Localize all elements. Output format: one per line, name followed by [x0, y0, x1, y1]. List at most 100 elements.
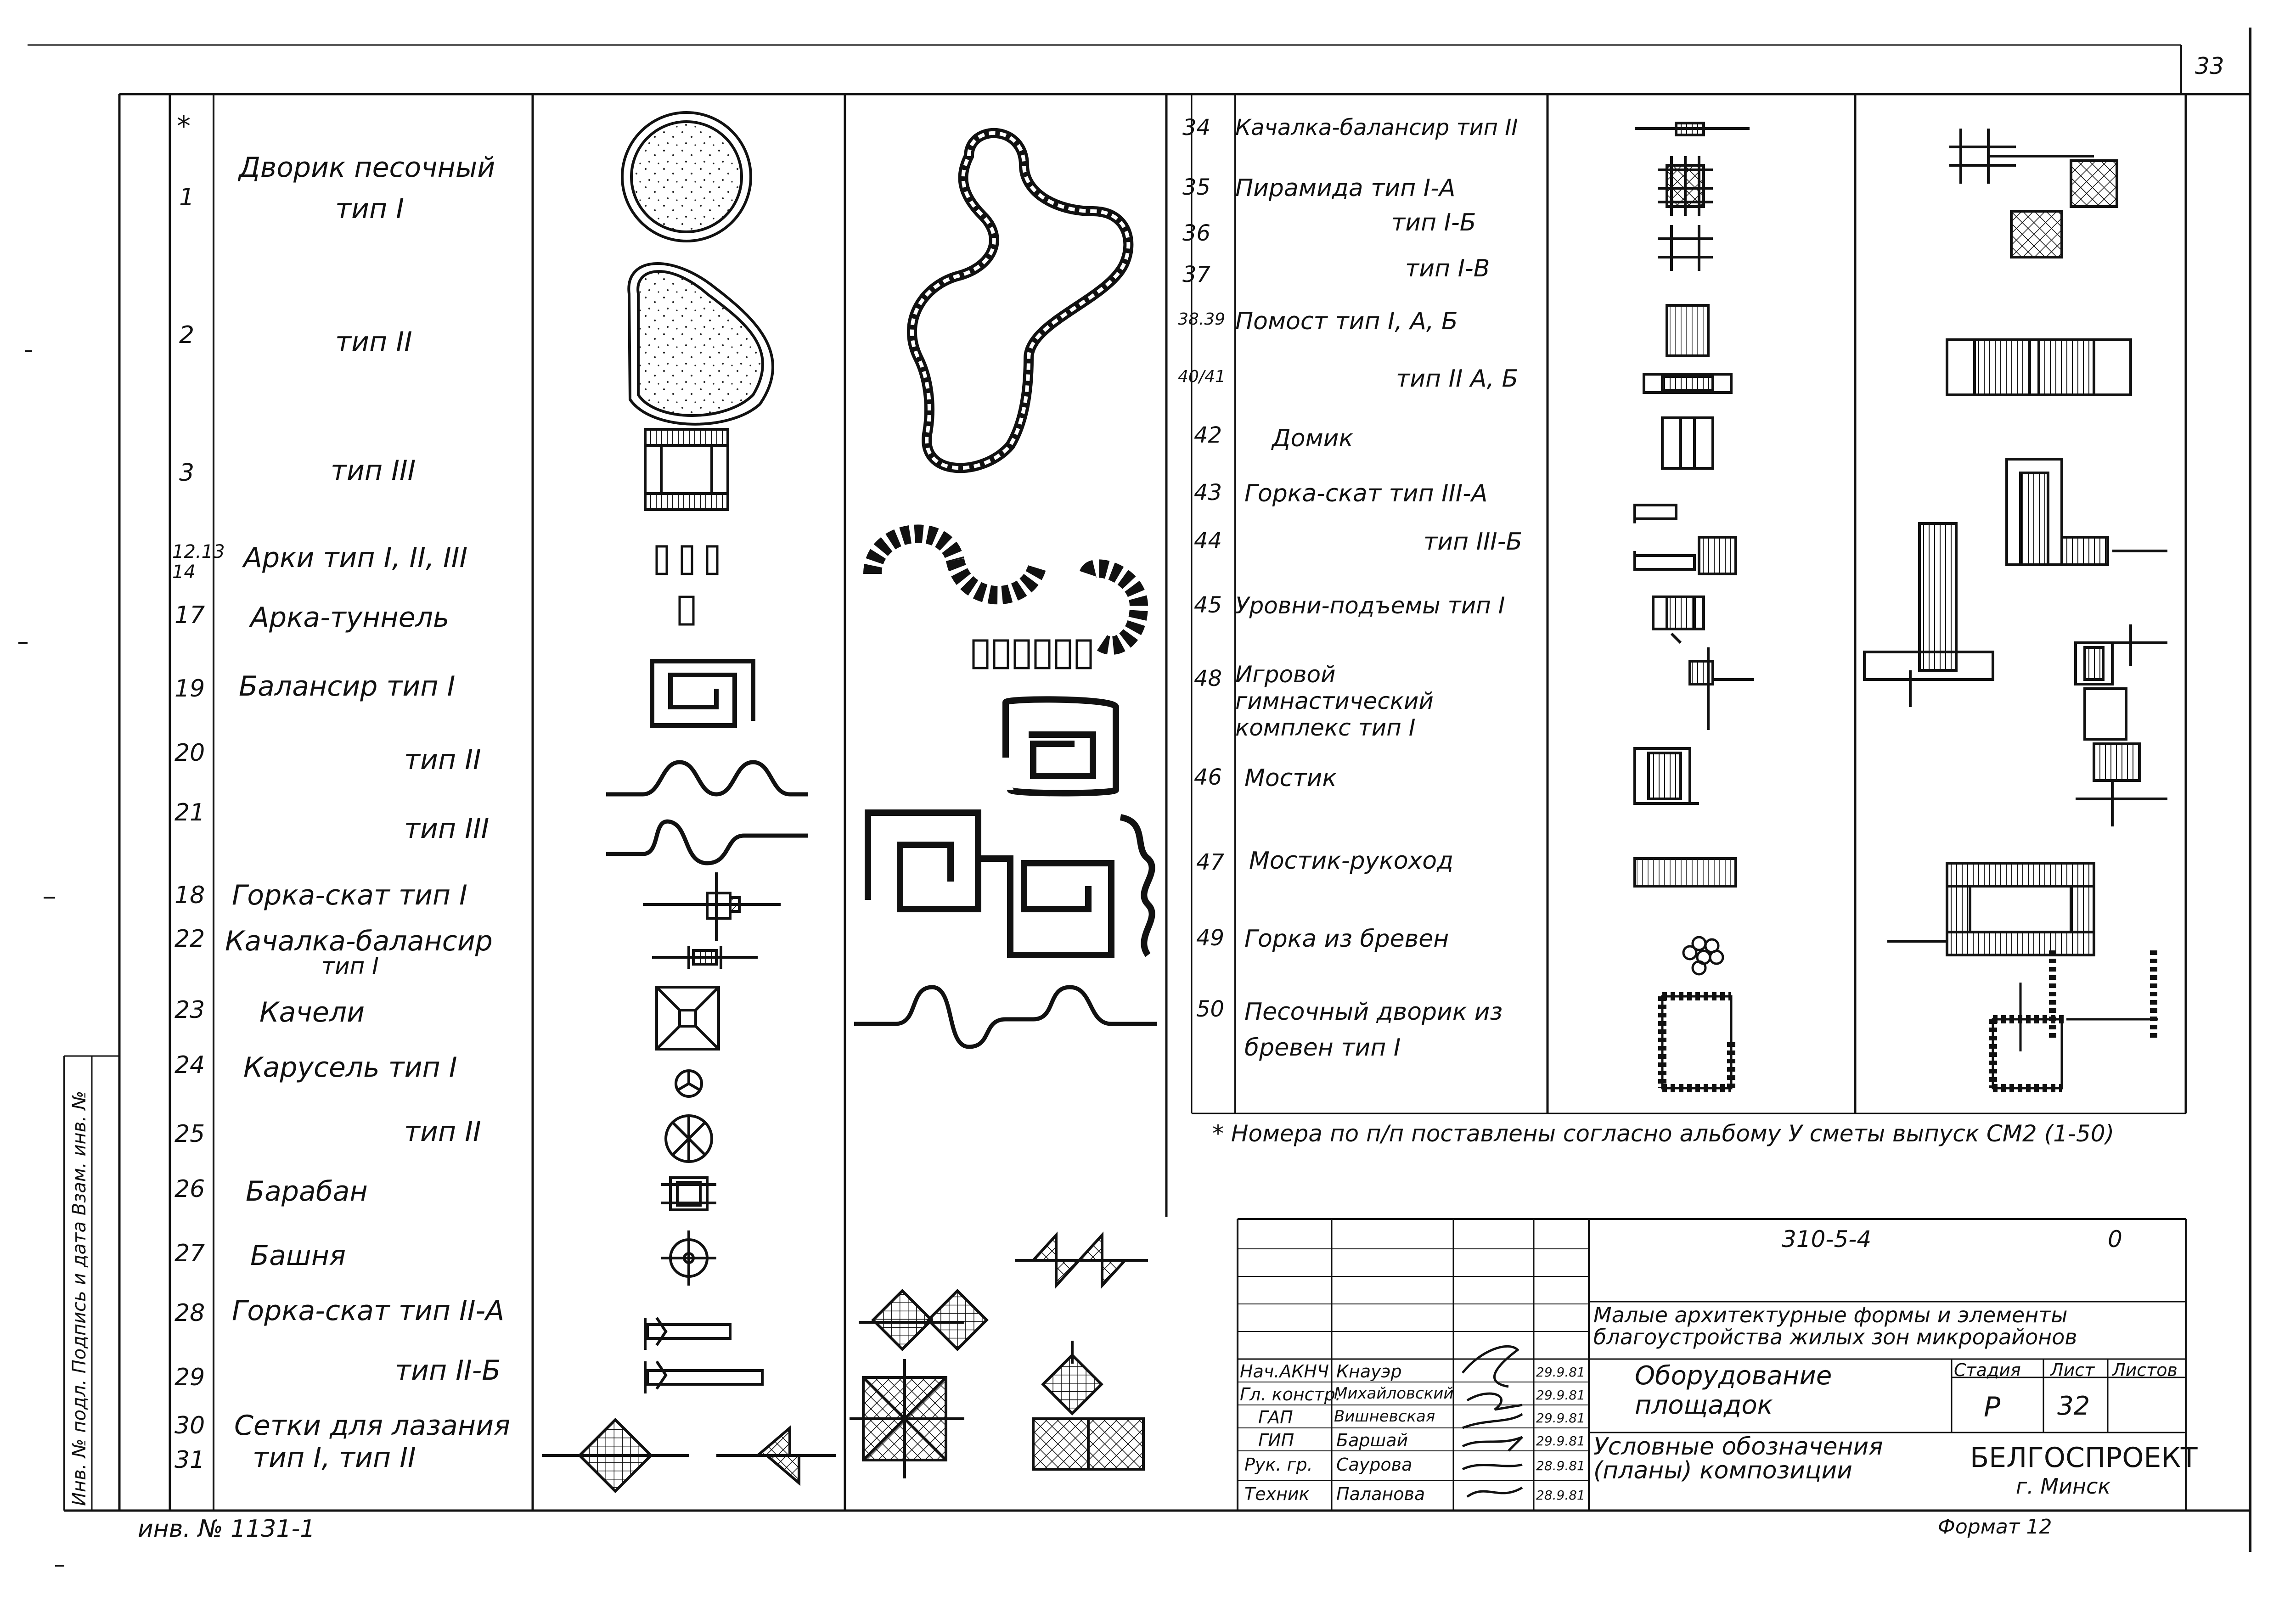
sandbox-type2-symbol [627, 262, 775, 426]
row-label: Дворик песочный [239, 152, 495, 184]
carousel-type1-symbol [675, 1069, 703, 1098]
project-title: Малые архитектурные формы и элементы бла… [1593, 1303, 2077, 1349]
row-number: 24 [174, 1051, 205, 1079]
row-label: тип III [331, 455, 416, 487]
row-label: тип I-Б [1391, 209, 1476, 236]
row-number: 25 [174, 1120, 205, 1148]
city: г. Минск [2016, 1474, 2111, 1499]
row-label-2: тип I [335, 193, 404, 225]
row-number: 23 [174, 996, 205, 1024]
row-label: Качалка-балансир [225, 925, 493, 957]
arches-symbol [655, 545, 719, 626]
pyramid-symbols [1658, 129, 2118, 271]
row-label: Игровой гимнастический комплекс тип I [1235, 661, 1434, 741]
row-label: Балансир тип I [239, 670, 456, 702]
signer-name: Баршай [1336, 1430, 1408, 1450]
row-number: 12.13 14 [172, 541, 225, 583]
balancer-composition [865, 696, 1155, 958]
row-label: Пирамида тип I-А [1235, 174, 1456, 202]
slide-type2a-symbol [644, 1317, 732, 1350]
platform-symbols [1643, 304, 2132, 470]
row-number: 1 [179, 184, 195, 211]
row-label: Песочный дворик из бревен тип I [1244, 998, 1503, 1062]
row-number: 40/41 [1178, 367, 1226, 386]
row-label: Мостик [1244, 764, 1337, 792]
balancer-type3-symbol [606, 819, 808, 865]
row-label: тип I, тип II [253, 1442, 416, 1474]
signer-date: 29.9.81 [1536, 1433, 1585, 1449]
signer-date: 29.9.81 [1536, 1388, 1585, 1403]
drum-symbol [661, 1176, 716, 1211]
row-number: 31 [174, 1446, 205, 1474]
row-number: 26 [174, 1175, 205, 1203]
row-label: Мостик-рукоход [1249, 847, 1454, 875]
arches-composition [863, 524, 1148, 669]
row-label: Качалка-балансир тип II [1235, 115, 1518, 140]
page-number: 33 [2195, 53, 2224, 79]
row-number: 27 [174, 1240, 205, 1267]
row-number: 45 [1194, 592, 1222, 618]
slide-type2b-symbol [644, 1360, 764, 1393]
row-number: 19 [174, 675, 205, 702]
signer-name: Саурова [1336, 1455, 1412, 1475]
row-number: 17 [174, 601, 205, 629]
balancer-wave-composition [854, 985, 1157, 1049]
signer-name: Кнауэр [1336, 1361, 1402, 1382]
row-label: тип III-Б [1424, 528, 1523, 556]
section-title: Оборудование площадок [1635, 1361, 1832, 1420]
stage-value: Р [1984, 1391, 2001, 1423]
climbing-net-type2-symbol [716, 1425, 836, 1486]
row-number: 35 [1182, 174, 1211, 200]
row-number: 46 [1194, 764, 1222, 790]
row-label: Помост тип I, А, Б [1235, 308, 1458, 335]
row-label: тип II [404, 1116, 481, 1148]
row-number: 2 [179, 321, 195, 349]
balancer-type2-symbol [606, 760, 808, 797]
drawing-code: 310-5-4 [1782, 1226, 1872, 1253]
row-number: 20 [174, 739, 205, 767]
tower-symbol [661, 1230, 716, 1286]
sheet-mark: 0 [2108, 1226, 2122, 1253]
climbing-net-composition [850, 1231, 1148, 1478]
climbing-net-type1-symbol [542, 1417, 689, 1494]
row-label: тип II [404, 744, 481, 776]
row-label: Карусель тип I [243, 1051, 457, 1084]
signer-date: 28.9.81 [1536, 1458, 1585, 1473]
signer-role: ГАП [1258, 1407, 1293, 1427]
stage-label: Стадия [1954, 1360, 2021, 1380]
row-number: 38.39 [1178, 310, 1226, 329]
slide-type1-symbol [643, 872, 781, 941]
balancer-type1-symbol [650, 659, 755, 728]
signer-role: Нач.АКНЧ [1240, 1361, 1329, 1382]
rocker-type2-symbol [1635, 122, 1750, 136]
row-number: 18 [174, 882, 205, 909]
row-number: 3 [179, 459, 195, 487]
row-number: 36 [1182, 220, 1211, 246]
log-sandbox-symbol [1658, 950, 2158, 1092]
row-label: Арка-туннель [250, 601, 450, 634]
sheet-format: Формат 12 [1938, 1515, 2052, 1539]
row-number: 44 [1194, 528, 1222, 554]
row-number: 34 [1182, 115, 1211, 140]
side-stamp: Инв. № подл. Подпись и дата Взам. инв. № [69, 1090, 90, 1506]
row-label: тип II-Б [395, 1354, 501, 1387]
row-label-2: тип I [321, 953, 379, 979]
slide-type3-symbols [1633, 458, 2167, 644]
row-label: тип II [335, 326, 412, 358]
row-number: 30 [174, 1412, 205, 1439]
drawing-title: Условные обозначения (планы) композиции [1593, 1433, 1883, 1484]
row-number: 50 [1196, 996, 1225, 1022]
gym-complex-symbol [1633, 624, 2167, 826]
rocker-symbol [652, 946, 758, 969]
signer-role: Рук. гр. [1244, 1455, 1313, 1475]
row-label: тип I-В [1405, 255, 1490, 282]
sheet-label: Лист [2050, 1360, 2095, 1380]
row-number: 47 [1196, 849, 1225, 875]
row-label: Арки тип I, II, III [243, 542, 468, 574]
row-number: 28 [174, 1299, 205, 1327]
signer-role: ГИП [1258, 1430, 1294, 1450]
sheet-value: 32 [2057, 1391, 2090, 1421]
sheets-label: Листов [2112, 1360, 2178, 1380]
row-label: Горка из бревен [1244, 925, 1449, 953]
